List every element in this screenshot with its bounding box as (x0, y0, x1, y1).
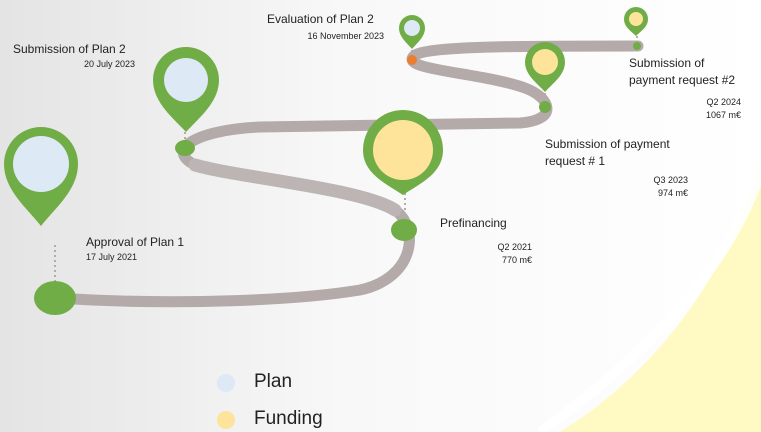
node-evaluation (407, 55, 417, 65)
background-wedge (560, 160, 761, 432)
funding-marker (373, 120, 433, 180)
background-curve (537, 0, 761, 432)
label-evaluation-date: 16 November 2023 (307, 31, 384, 41)
road-segment-tail (188, 158, 402, 217)
pin-prefinancing (363, 110, 443, 195)
node-payment2 (633, 42, 641, 50)
label-submission-plan2-date: 20 July 2023 (83, 59, 135, 69)
node-prefinancing (391, 219, 417, 241)
legend-funding-label: Funding (254, 408, 323, 429)
legend-funding-dot (217, 411, 235, 429)
label-submission-plan2-title: Submission of Plan 2 (13, 42, 126, 56)
pin-submission-plan2 (153, 47, 219, 132)
label-payment1-amount: 974 m€ (657, 188, 688, 198)
label-payment2-amount: 1067 m€ (705, 110, 741, 120)
label-payment2-title-line1: Submission of (629, 56, 705, 70)
connectors (54, 31, 638, 285)
funding-marker (532, 49, 558, 75)
node-submission-plan2 (175, 140, 195, 156)
label-prefinancing-amount: 770 m€ (501, 255, 532, 265)
pin-approval (4, 127, 78, 226)
pin-evaluation (399, 15, 425, 49)
label-payment1-title-line2: request # 1 (545, 154, 606, 168)
label-prefinancing-title: Prefinancing (440, 216, 507, 230)
plan-marker (404, 20, 420, 36)
node-approval (34, 281, 76, 315)
legend-plan-dot (217, 374, 235, 392)
label-evaluation-title: Evaluation of Plan 2 (267, 12, 374, 26)
pin-payment2 (624, 7, 648, 36)
road-nodes (34, 42, 641, 315)
label-payment1-title-line1: Submission of payment (545, 137, 670, 151)
label-approval-title: Approval of Plan 1 (86, 235, 185, 249)
plan-marker (13, 136, 69, 192)
label-prefinancing-quarter: Q2 2021 (497, 242, 532, 252)
pin-payment1 (525, 42, 565, 92)
funding-marker (629, 12, 643, 26)
plan-marker (164, 58, 208, 102)
legend-plan-label: Plan (254, 371, 293, 392)
label-approval-date: 17 July 2021 (86, 252, 138, 262)
label-payment2-title-line2: payment request #2 (629, 73, 736, 87)
label-payment1-quarter: Q3 2023 (653, 175, 688, 185)
label-payment2-quarter: Q2 2024 (706, 97, 741, 107)
node-payment1 (539, 101, 551, 113)
